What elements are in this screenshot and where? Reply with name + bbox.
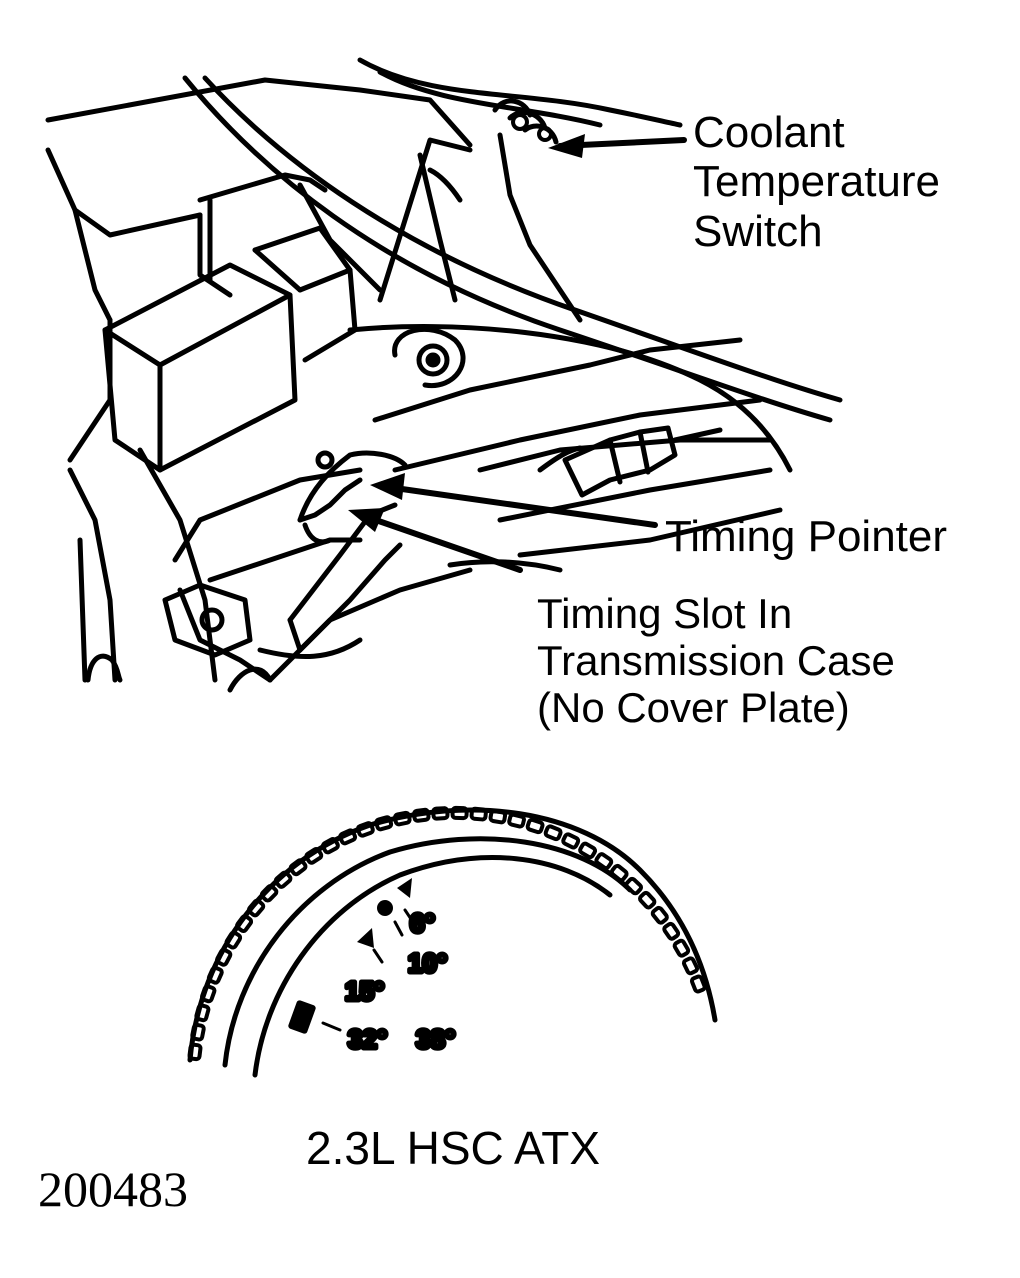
deg-38-label: 38° [416, 1024, 455, 1054]
timing-slot-shape [257, 450, 408, 659]
gear-tooth [543, 824, 563, 842]
coolant-leader [548, 134, 687, 158]
gear-tooth [246, 898, 266, 918]
gear-tooth [206, 965, 224, 985]
gear-tooth [215, 947, 233, 967]
gear-tooth [662, 921, 681, 941]
engine-caption: 2.3L HSC ATX [306, 1122, 601, 1174]
timing-pointer-label: Timing Pointer [665, 512, 948, 561]
gear-tooth [624, 876, 643, 896]
gear-tooth [374, 815, 394, 832]
gear-tooth [412, 807, 431, 823]
gear-tooth [187, 1042, 203, 1062]
coolant-temperature-switch-label: Coolant Temperature Switch [693, 108, 940, 256]
coolant-label-line-1: Coolant [693, 108, 845, 157]
timing-slot-leader [348, 508, 523, 573]
gear-tooth [672, 938, 691, 958]
figure-number: 200483 [38, 1161, 188, 1217]
mounting-tab [162, 582, 253, 658]
gear-tooth [224, 930, 243, 950]
gear-teeth [187, 805, 707, 1062]
timing-slot-label: Timing Slot In Transmission Case (No Cov… [537, 590, 895, 731]
gear-tooth [594, 852, 614, 871]
coolant-switch-shape [492, 98, 559, 145]
gear-tooth [431, 806, 450, 821]
gear-tooth [235, 914, 254, 934]
gear-tooth [638, 890, 657, 910]
gear-tooth [681, 956, 700, 976]
gear-tooth [469, 806, 488, 822]
engine-block-outline [45, 77, 583, 463]
line-fitting [537, 425, 723, 498]
gear-tooth [190, 1022, 206, 1042]
gear-tooth [288, 858, 308, 877]
lower-left-fragment [85, 653, 123, 683]
deg-6-label: 6° [410, 908, 435, 938]
gear-tooth [320, 837, 340, 855]
timing-slot-line-1: Timing Slot In [537, 590, 793, 637]
timing-slot-line-2: Transmission Case [537, 637, 895, 685]
bracket-boxes [67, 225, 358, 683]
coolant-label-line-3: Switch [693, 206, 823, 256]
gear-tooth [355, 821, 375, 838]
gear-tooth [578, 841, 598, 860]
deg-15-label: 15° [345, 976, 384, 1006]
timing-pointer-leader [370, 473, 658, 528]
gear-tooth [194, 1003, 211, 1023]
gear-tooth [450, 805, 469, 821]
flywheel-degree-labels: 6° 10° 15° 32° 38° [343, 906, 458, 1057]
gear-tooth [259, 884, 279, 903]
timing-slot-line-3: (No Cover Plate) [537, 684, 850, 732]
gear-tooth [689, 974, 707, 994]
gear-tooth [507, 812, 526, 829]
gear-tooth [561, 832, 581, 850]
gear-tooth [304, 847, 324, 865]
gear-tooth [488, 809, 508, 825]
gear-tooth [199, 984, 217, 1004]
hose-lines [182, 57, 843, 423]
gear-tooth [273, 870, 293, 889]
gear-tooth [338, 828, 358, 846]
gear-tooth [525, 817, 545, 835]
coolant-label-line-2: Temperature [693, 157, 941, 207]
flywheel-timing-marks [288, 878, 417, 1034]
gear-tooth [392, 810, 412, 827]
deg-32-label: 32° [348, 1024, 387, 1054]
gear-tooth [650, 905, 669, 925]
gear-tooth [609, 863, 629, 883]
deg-10-label: 10° [408, 948, 447, 978]
mount-bolt [392, 326, 466, 388]
